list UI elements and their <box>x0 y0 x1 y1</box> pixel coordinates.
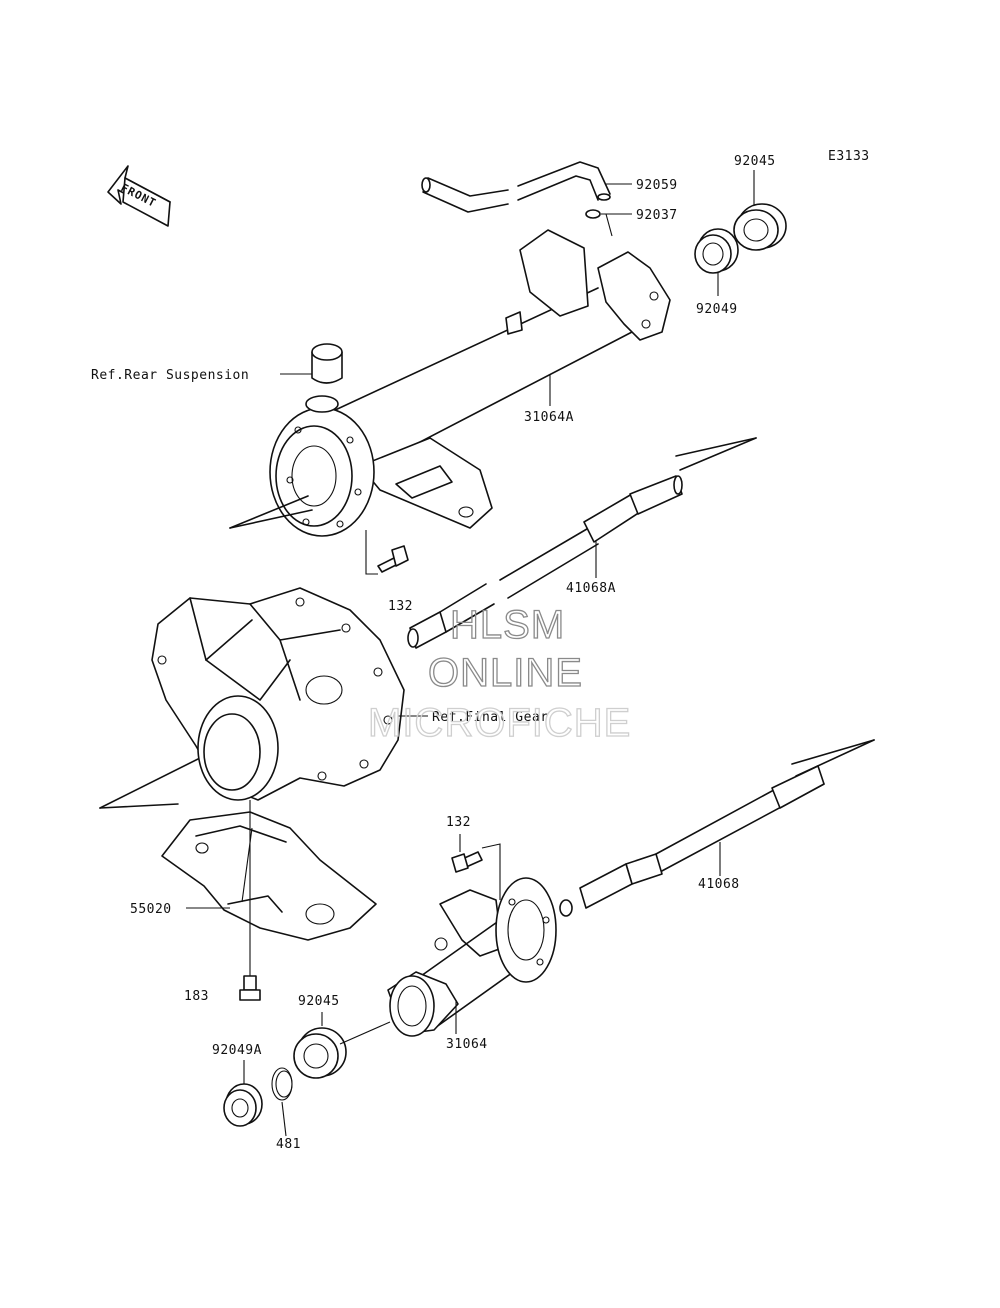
label-183[interactable]: 183 <box>184 989 209 1004</box>
final-gear-case <box>99 587 405 809</box>
label-92045-lower[interactable]: 92045 <box>298 994 340 1009</box>
axle-housing-upper <box>269 229 671 537</box>
label-41068A[interactable]: 41068A <box>566 581 616 596</box>
ref-final-gear[interactable]: Ref.Final Gear <box>432 710 549 725</box>
plate-bolt <box>239 975 261 1001</box>
label-132-lower[interactable]: 132 <box>446 815 471 830</box>
axle-housing-lower <box>387 877 557 1037</box>
oil-seal-upper <box>694 228 739 274</box>
bolt-upper <box>377 545 409 573</box>
label-31064A[interactable]: 31064A <box>524 410 574 425</box>
label-31064[interactable]: 31064 <box>446 1037 488 1052</box>
breather-hose <box>421 161 611 213</box>
front-arrow-icon: FRONT <box>107 165 171 227</box>
drive-shaft-upper <box>229 437 757 649</box>
watermark-line-1: HLSM <box>450 603 565 647</box>
watermark-line-3: MICROFICHE <box>368 701 631 745</box>
bearing-lower <box>293 1021 391 1079</box>
bolt-lower <box>451 851 483 873</box>
leader-lines <box>186 170 755 1137</box>
suspension-bushing <box>311 343 343 384</box>
bearing-upper <box>733 203 787 251</box>
guard-plate <box>161 811 377 941</box>
circlip <box>271 1067 293 1101</box>
diagram-code: E3133 <box>828 149 870 164</box>
label-132-upper[interactable]: 132 <box>388 599 413 614</box>
label-92049[interactable]: 92049 <box>696 302 738 317</box>
hose-clamp <box>585 209 601 219</box>
label-92037[interactable]: 92037 <box>636 208 678 223</box>
label-55020[interactable]: 55020 <box>130 902 172 917</box>
watermark-line-2: ONLINE <box>428 651 583 695</box>
label-92059[interactable]: 92059 <box>636 178 678 193</box>
label-92049A[interactable]: 92049A <box>212 1043 262 1058</box>
part-labels: E3133 92059 92037 92045 92049 Ref.Rear S… <box>91 149 870 1152</box>
label-481[interactable]: 481 <box>276 1137 301 1152</box>
ref-rear-suspension[interactable]: Ref.Rear Suspension <box>91 368 249 383</box>
label-92045-upper[interactable]: 92045 <box>734 154 776 169</box>
oil-seal-lower <box>223 1083 263 1127</box>
watermark: HLSM ONLINE MICROFICHE <box>367 602 631 745</box>
label-41068[interactable]: 41068 <box>698 877 740 892</box>
drive-shaft-lower <box>559 739 875 917</box>
